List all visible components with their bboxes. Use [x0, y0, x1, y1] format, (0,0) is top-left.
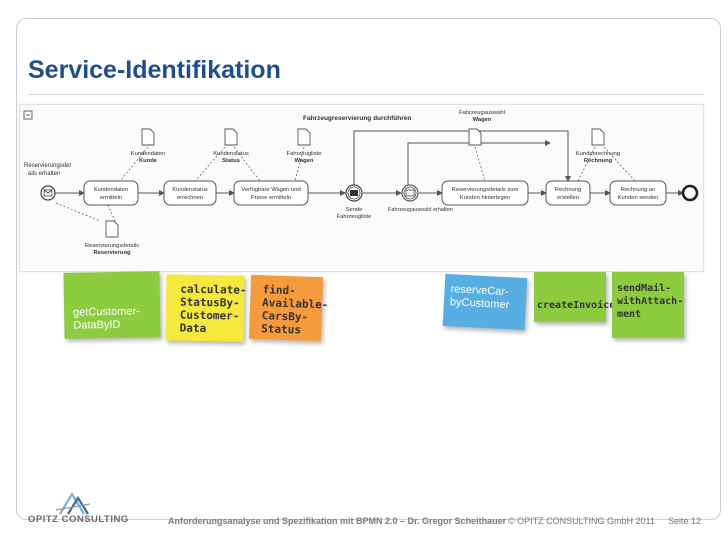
data-object-reservierungsdetails: Reservierungsdetails Reservierung — [85, 220, 139, 256]
data-object-fahrzeugliste: Fahrzeugliste Wagen — [287, 128, 322, 164]
service-note-text: find- Available- CarsBy- Status — [261, 283, 329, 337]
service-note-create-invoice[interactable]: createInvoice — [534, 272, 616, 322]
task-label: Kundenstatus — [172, 187, 208, 193]
service-note-send-mail[interactable]: sendMail- withAttach- ment — [612, 272, 684, 338]
service-note-text: createInvoice — [537, 300, 616, 311]
task-kundendaten-ermitteln[interactable]: Kundendaten ermitteln — [83, 180, 139, 206]
data-object-label: Reservierungsdetails — [85, 243, 139, 249]
data-object-label: Kundenstatus — [213, 151, 249, 157]
title-divider — [28, 94, 704, 95]
logo-icon — [55, 491, 91, 515]
task-label: Rechnung — [555, 187, 581, 193]
send-message-event: Sende Fahrzeugliste — [337, 184, 372, 220]
send-event-label-1: Sende — [346, 207, 363, 213]
bpmn-canvas: Fahrzeugreservierung durchführen Reservi… — [23, 110, 699, 256]
data-object-name: Status — [222, 158, 240, 164]
data-object-kundenstatus: Kundenstatus Status — [213, 128, 249, 164]
data-object-name: Rechnung — [584, 158, 613, 164]
bpmn-diagram: Fahrzeugreservierung durchführen Reservi… — [19, 104, 704, 272]
start-event-label-1: Reservierungsdet — [24, 163, 71, 169]
task-label: Kunden senden — [618, 195, 659, 201]
logo-text: OPITZ CONSULTING — [28, 514, 129, 525]
footer-copyright: © OPITZ CONSULTING GmbH 2011 — [508, 516, 655, 526]
pool-label: Fahrzeugreservierung durchführen — [303, 115, 411, 122]
data-object-name: Wagen — [295, 158, 314, 164]
footer-page-number: Seite 12 — [668, 516, 702, 526]
task-label: Preise ermitteln — [251, 195, 291, 201]
data-object-name: Reservierung — [93, 250, 131, 256]
company-logo: OPITZ CONSULTING — [24, 490, 136, 530]
data-object-kundenrechnung: Kundenrechnung Rechnung — [576, 128, 620, 164]
service-note-text: calculate- StatusBy- Customer- Data — [179, 282, 247, 336]
slide-frame — [16, 18, 721, 520]
task-label: Kunden hinterlegen — [460, 195, 510, 201]
task-kundenstatus-errechnen[interactable]: Kundenstatus errechnen — [163, 180, 217, 206]
slide-title: Service-Identifikation — [28, 56, 281, 84]
receive-event-label: Fahrzeugauswahl erhalten — [388, 207, 453, 213]
service-note-calculate-status[interactable]: calculate- StatusBy- Customer- Data — [165, 274, 247, 342]
data-object-fahrzeugauswahl: Fahrzeugauswahl Wagen — [459, 110, 505, 146]
task-label: Verfügbare Wagen und — [241, 187, 300, 193]
service-note-reserve-car[interactable]: reserveCar- byCustomer — [442, 273, 528, 331]
service-note-text: reserveCar- byCustomer — [449, 283, 510, 312]
service-note-text: sendMail- withAttach- ment — [617, 283, 684, 320]
service-note-find-cars[interactable]: find- Available- CarsBy- Status — [248, 274, 329, 342]
service-note-text: getCustomer- DataByID — [73, 305, 140, 332]
footer-presentation: Anforderungsanalyse und Spezifikation mi… — [168, 516, 507, 526]
task-rechnung-erstellen[interactable]: Rechnung erstellen — [545, 180, 591, 206]
start-event-label-2: ails erhalten — [28, 171, 60, 177]
data-object-label: Fahrzeugliste — [287, 151, 322, 157]
data-object-name: Wagen — [473, 117, 492, 123]
task-reservierung-hinterlegen[interactable]: Reservierungsdetails zum Kunden hinterle… — [441, 180, 529, 206]
task-wagen-preise-ermitteln[interactable]: Verfügbare Wagen und Preise ermitteln — [233, 180, 309, 206]
task-label: ermitteln — [100, 195, 122, 201]
task-label: Rechnung an — [621, 187, 656, 193]
send-event-label-2: Fahrzeugliste — [337, 214, 372, 220]
data-object-label: Fahrzeugauswahl — [459, 110, 505, 116]
data-object-kundendaten: Kundendaten Kunde — [131, 128, 166, 164]
pool-collapse-icon[interactable] — [23, 110, 33, 120]
data-object-name: Kunde — [139, 158, 158, 164]
task-rechnung-senden[interactable]: Rechnung an Kunden senden — [609, 180, 667, 206]
task-label: Reservierungsdetails zum — [452, 187, 519, 193]
task-label: Kundendaten — [94, 187, 129, 193]
service-note-get-customer[interactable]: getCustomer- DataByID — [63, 271, 161, 339]
end-event — [681, 184, 699, 202]
task-label: erstellen — [557, 195, 579, 201]
event-gateway: Fahrzeugauswahl erhalten — [388, 184, 453, 213]
data-object-label: Kundendaten — [131, 151, 166, 157]
data-object-label: Kundenrechnung — [576, 151, 620, 157]
task-label: errechnen — [177, 195, 203, 201]
sequence-flows — [55, 130, 684, 196]
data-associations — [55, 146, 636, 222]
start-message-event: Reservierungsdet ails erhalten — [24, 163, 71, 201]
